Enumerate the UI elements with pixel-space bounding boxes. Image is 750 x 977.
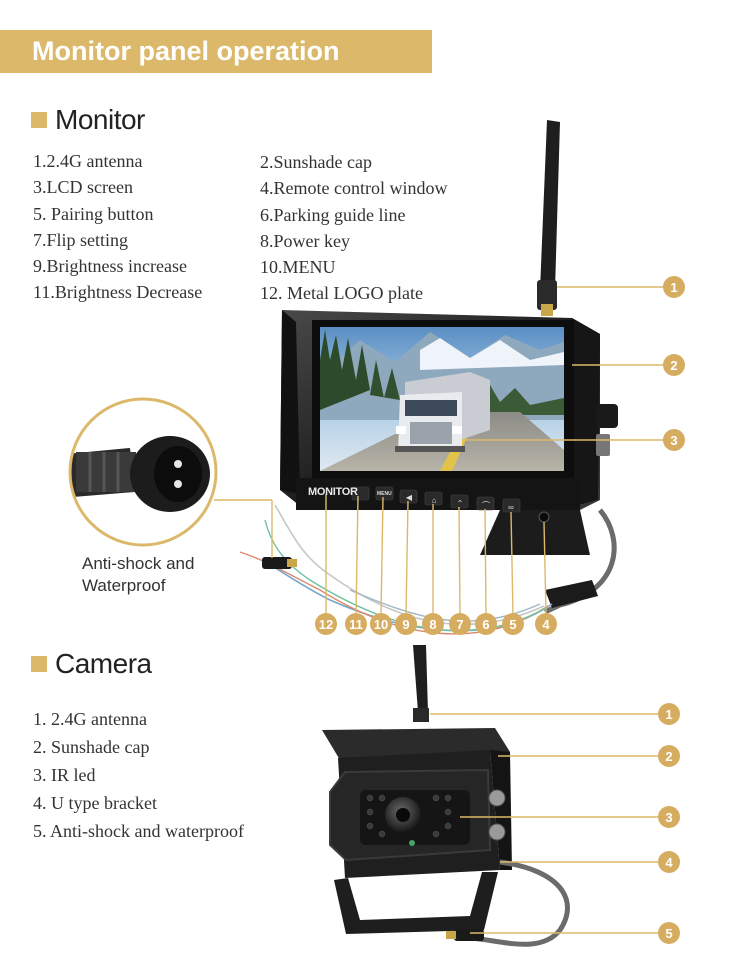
callout-badge: 4 xyxy=(658,851,680,873)
heading-marker xyxy=(31,656,47,672)
heading-marker xyxy=(31,112,47,128)
connector-caption-line: Waterproof xyxy=(82,576,166,595)
svg-text:⌂: ⌂ xyxy=(432,496,437,505)
lcd-screen xyxy=(320,327,564,471)
monitor-part-item: 5. Pairing button xyxy=(33,203,154,224)
monitor-parts-right: 2.Sunshade cap 4.Remote control window 6… xyxy=(260,149,447,307)
callout-badge: 3 xyxy=(663,429,685,451)
camera-part-item: 3. IR led xyxy=(33,765,96,785)
camera-heading-text: Camera xyxy=(55,648,152,679)
callout-badge: 5 xyxy=(502,613,524,635)
menu-key-text: MENU xyxy=(377,491,392,497)
monitor-antenna xyxy=(537,120,560,316)
callout-badge: 2 xyxy=(663,354,685,376)
camera-callout-lines xyxy=(430,713,658,934)
callout-badge: 1 xyxy=(663,276,685,298)
callout-badge: 3 xyxy=(658,806,680,828)
camera-heading: Camera xyxy=(31,648,152,680)
monitor-keypad: ◀ ⌂ ⌃ ⌒ ∞ xyxy=(351,486,550,523)
callout-badge: 7 xyxy=(449,613,471,635)
monitor-part-item: 8.Power key xyxy=(260,230,350,251)
svg-text:⌒: ⌒ xyxy=(482,501,490,510)
section-banner: Monitor panel operation xyxy=(0,30,432,73)
callout-badge: 4 xyxy=(535,613,557,635)
monitor-parts-left: 1.2.4G antenna 3.LCD screen 5. Pairing b… xyxy=(33,148,202,306)
camera-part-item: 2. Sunshade cap xyxy=(33,737,150,757)
monitor-heading: Monitor xyxy=(31,104,145,136)
svg-text:⌃: ⌃ xyxy=(457,499,464,508)
monitor-part-item: 4.Remote control window xyxy=(260,178,448,199)
monitor-part-item: 9.Brightness increase xyxy=(33,256,187,277)
callout-badge: 9 xyxy=(395,613,417,635)
banner-title: Monitor panel operation xyxy=(32,36,340,66)
camera-part-item: 5. Anti-shock and waterproof xyxy=(33,821,244,841)
connector-caption: Anti-shock and Waterproof xyxy=(82,553,194,597)
monitor-callout-lines xyxy=(325,286,664,615)
callout-badge: 1 xyxy=(658,703,680,725)
svg-text:◀: ◀ xyxy=(406,493,413,502)
monitor-part-item: 3.LCD screen xyxy=(33,177,133,198)
monitor-part-item: 2.Sunshade cap xyxy=(260,152,372,172)
callout-badge: 10 xyxy=(370,613,392,635)
connector-caption-line: Anti-shock and xyxy=(82,554,195,573)
camera-parts-list: 1. 2.4G antenna 2. Sunshade cap 3. IR le… xyxy=(33,705,244,845)
callout-badge: 2 xyxy=(658,745,680,767)
svg-text:∞: ∞ xyxy=(508,503,514,512)
callout-badge: 8 xyxy=(422,613,444,635)
camera-part-item: 4. U type bracket xyxy=(33,793,157,813)
connector-zoom xyxy=(68,397,273,558)
monitor-part-item: 7.Flip setting xyxy=(33,229,129,250)
monitor-part-item: 11.Brightness Decrease xyxy=(33,282,203,303)
callout-badge: 12 xyxy=(315,613,337,635)
monitor-part-item: 12. Metal LOGO plate xyxy=(260,283,423,304)
monitor-part-item: 6.Parking guide line xyxy=(260,204,406,225)
callout-badge: 11 xyxy=(345,613,367,635)
camera-body xyxy=(322,645,570,947)
monitor-part-item: 10.MENU xyxy=(260,257,336,278)
monitor-heading-text: Monitor xyxy=(55,104,145,135)
callout-badge: 6 xyxy=(475,613,497,635)
panel-logo-text: MONITOR xyxy=(308,486,358,498)
callout-badge: 5 xyxy=(658,922,680,944)
camera-part-item: 1. 2.4G antenna xyxy=(33,709,147,729)
monitor-part-item: 1.2.4G antenna xyxy=(33,151,143,171)
